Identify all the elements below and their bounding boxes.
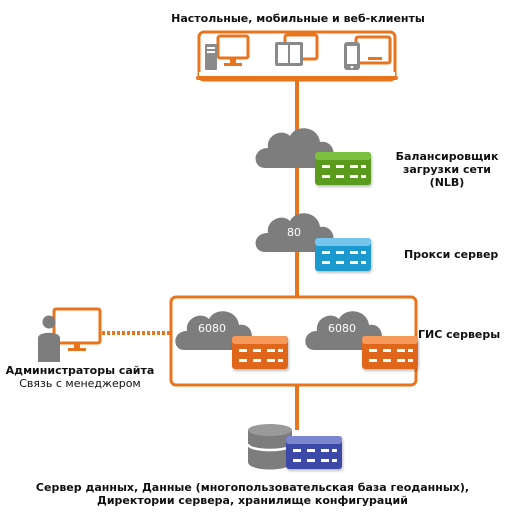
laptop-icon bbox=[275, 33, 319, 66]
database-icon bbox=[246, 424, 294, 470]
nlb-label: Балансировщик загрузки сети (NLB) bbox=[392, 150, 502, 189]
proxy-server-icon bbox=[315, 238, 371, 271]
gis-port-text-b: 6080 bbox=[328, 322, 356, 335]
nlb-label-line1: Балансировщик bbox=[395, 150, 499, 163]
admin-label: Администраторы сайта Связь с менеджером bbox=[0, 364, 160, 390]
admin-person-icon bbox=[38, 307, 102, 362]
gis-server-icon-a bbox=[232, 336, 288, 369]
admin-title: Администраторы сайта bbox=[5, 364, 155, 377]
nlb-label-line2: загрузки сети bbox=[402, 163, 492, 176]
gis-label: ГИС серверы bbox=[418, 328, 501, 341]
nlb-label-line3: (NLB) bbox=[429, 176, 465, 189]
desktop-computer-icon bbox=[205, 34, 250, 70]
nlb-cloud-icon bbox=[255, 128, 334, 169]
data-server-label-line1: Сервер данных, Данные (многопользователь… bbox=[35, 481, 470, 494]
gis-server-icon-b bbox=[362, 336, 418, 369]
vertical-connector bbox=[295, 80, 299, 430]
clients-label: Настольные, мобильные и веб-клиенты bbox=[171, 12, 425, 25]
data-server-label-line2: Директории сервера, хранилище конфигурац… bbox=[97, 494, 408, 507]
nlb-server-icon bbox=[315, 152, 371, 185]
proxy-label: Прокси сервер bbox=[404, 248, 499, 261]
data-server-label: Сервер данных, Данные (многопользователь… bbox=[10, 481, 495, 507]
proxy-cloud-icon: 80 bbox=[255, 213, 334, 253]
gis-port-text-a: 6080 bbox=[198, 322, 226, 335]
admin-subtitle: Связь с менеджером bbox=[19, 377, 141, 390]
proxy-port-text: 80 bbox=[287, 226, 301, 239]
data-server-icon bbox=[286, 436, 342, 469]
mobile-phone-icon bbox=[344, 35, 392, 70]
